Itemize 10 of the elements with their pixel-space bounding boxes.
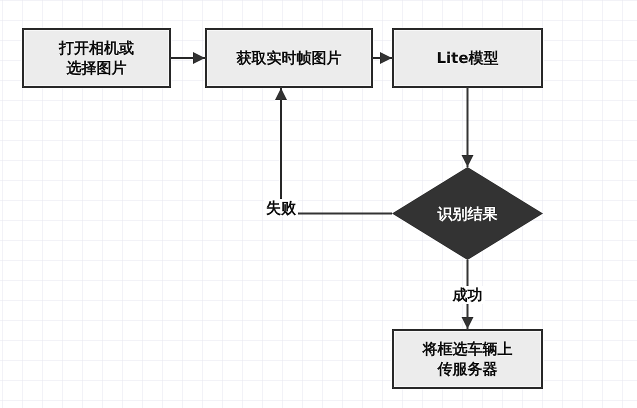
edge-label: 失败 (264, 198, 298, 216)
process-box: Lite模型 (392, 28, 543, 88)
process-box: 打开相机或选择图片 (22, 28, 171, 88)
process-box: 获取实时帧图片 (205, 28, 373, 88)
process-box: 将框选车辆上传服务器 (392, 329, 543, 389)
decision-diamond: 识别结果 (392, 167, 543, 260)
arrow (462, 88, 474, 167)
edge-label: 成功 (450, 286, 484, 304)
arrow (171, 52, 205, 64)
arrow (373, 52, 392, 64)
